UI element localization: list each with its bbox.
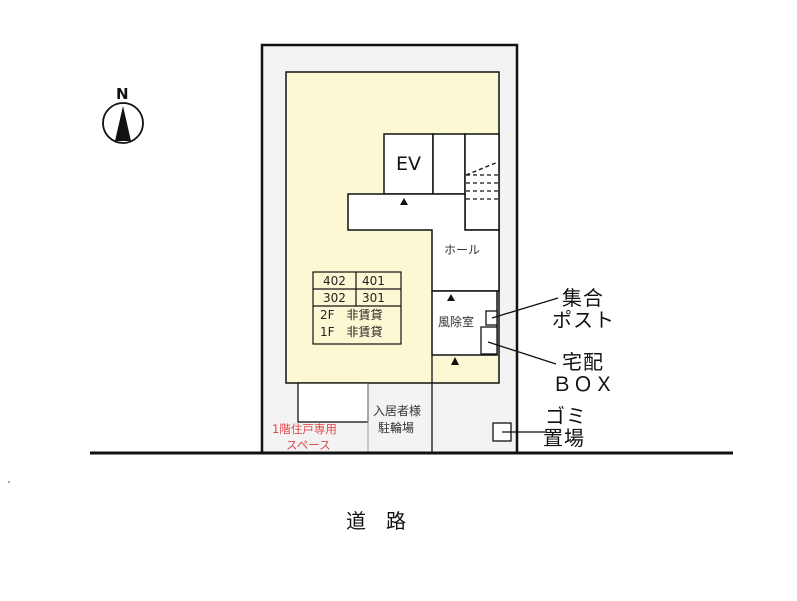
unit-302: 302 (323, 291, 346, 305)
delivery-box-leader-line (487, 341, 557, 365)
mailbox-leader-line (491, 297, 559, 319)
elevator-label: EV (396, 153, 422, 175)
bicycle-parking-label-1: 入居者様 (373, 404, 422, 418)
compass-north-label: N (116, 85, 129, 103)
private-space-box (297, 382, 369, 423)
shaft-room (432, 133, 466, 195)
mailbox-label-2: ポスト (552, 308, 615, 332)
hall-label: ホール (444, 243, 481, 257)
private-space-label-2: スペース (286, 438, 331, 452)
floor-2-note: 2F 非賃貸 (320, 308, 383, 322)
garbage-label-2: 置場 (543, 426, 585, 450)
delivery-box-label-2: ＢＯＸ (552, 372, 615, 396)
mailbox-shape (485, 310, 498, 326)
entrance-arrow-icon (447, 294, 455, 301)
road-label: 道 路 (346, 509, 406, 533)
mailbox-label-1: 集合 (562, 286, 604, 310)
corridor (347, 193, 500, 292)
vestibule-label: 風除室 (438, 315, 475, 329)
unit-401: 401 (362, 274, 385, 288)
delivery-box-label-1: 宅配 (562, 350, 604, 374)
floor-1-note: 1F 非賃貸 (320, 325, 383, 339)
entrance-arrow-icon (451, 357, 459, 365)
unit-table (312, 271, 402, 345)
unit-402: 402 (323, 274, 346, 288)
stair-icon (465, 161, 499, 200)
north-arrow-icon (102, 102, 144, 144)
stair-room (464, 133, 500, 231)
private-space-label-1: 1階住戸専用 (272, 422, 337, 436)
garbage-label-1: ゴミ (545, 404, 587, 428)
entrance-arrow-icon (400, 198, 408, 205)
stray-dot (8, 481, 10, 483)
delivery-box-shape (480, 326, 498, 355)
bicycle-parking-label-2: 駐輪場 (378, 421, 415, 435)
unit-301: 301 (362, 291, 385, 305)
